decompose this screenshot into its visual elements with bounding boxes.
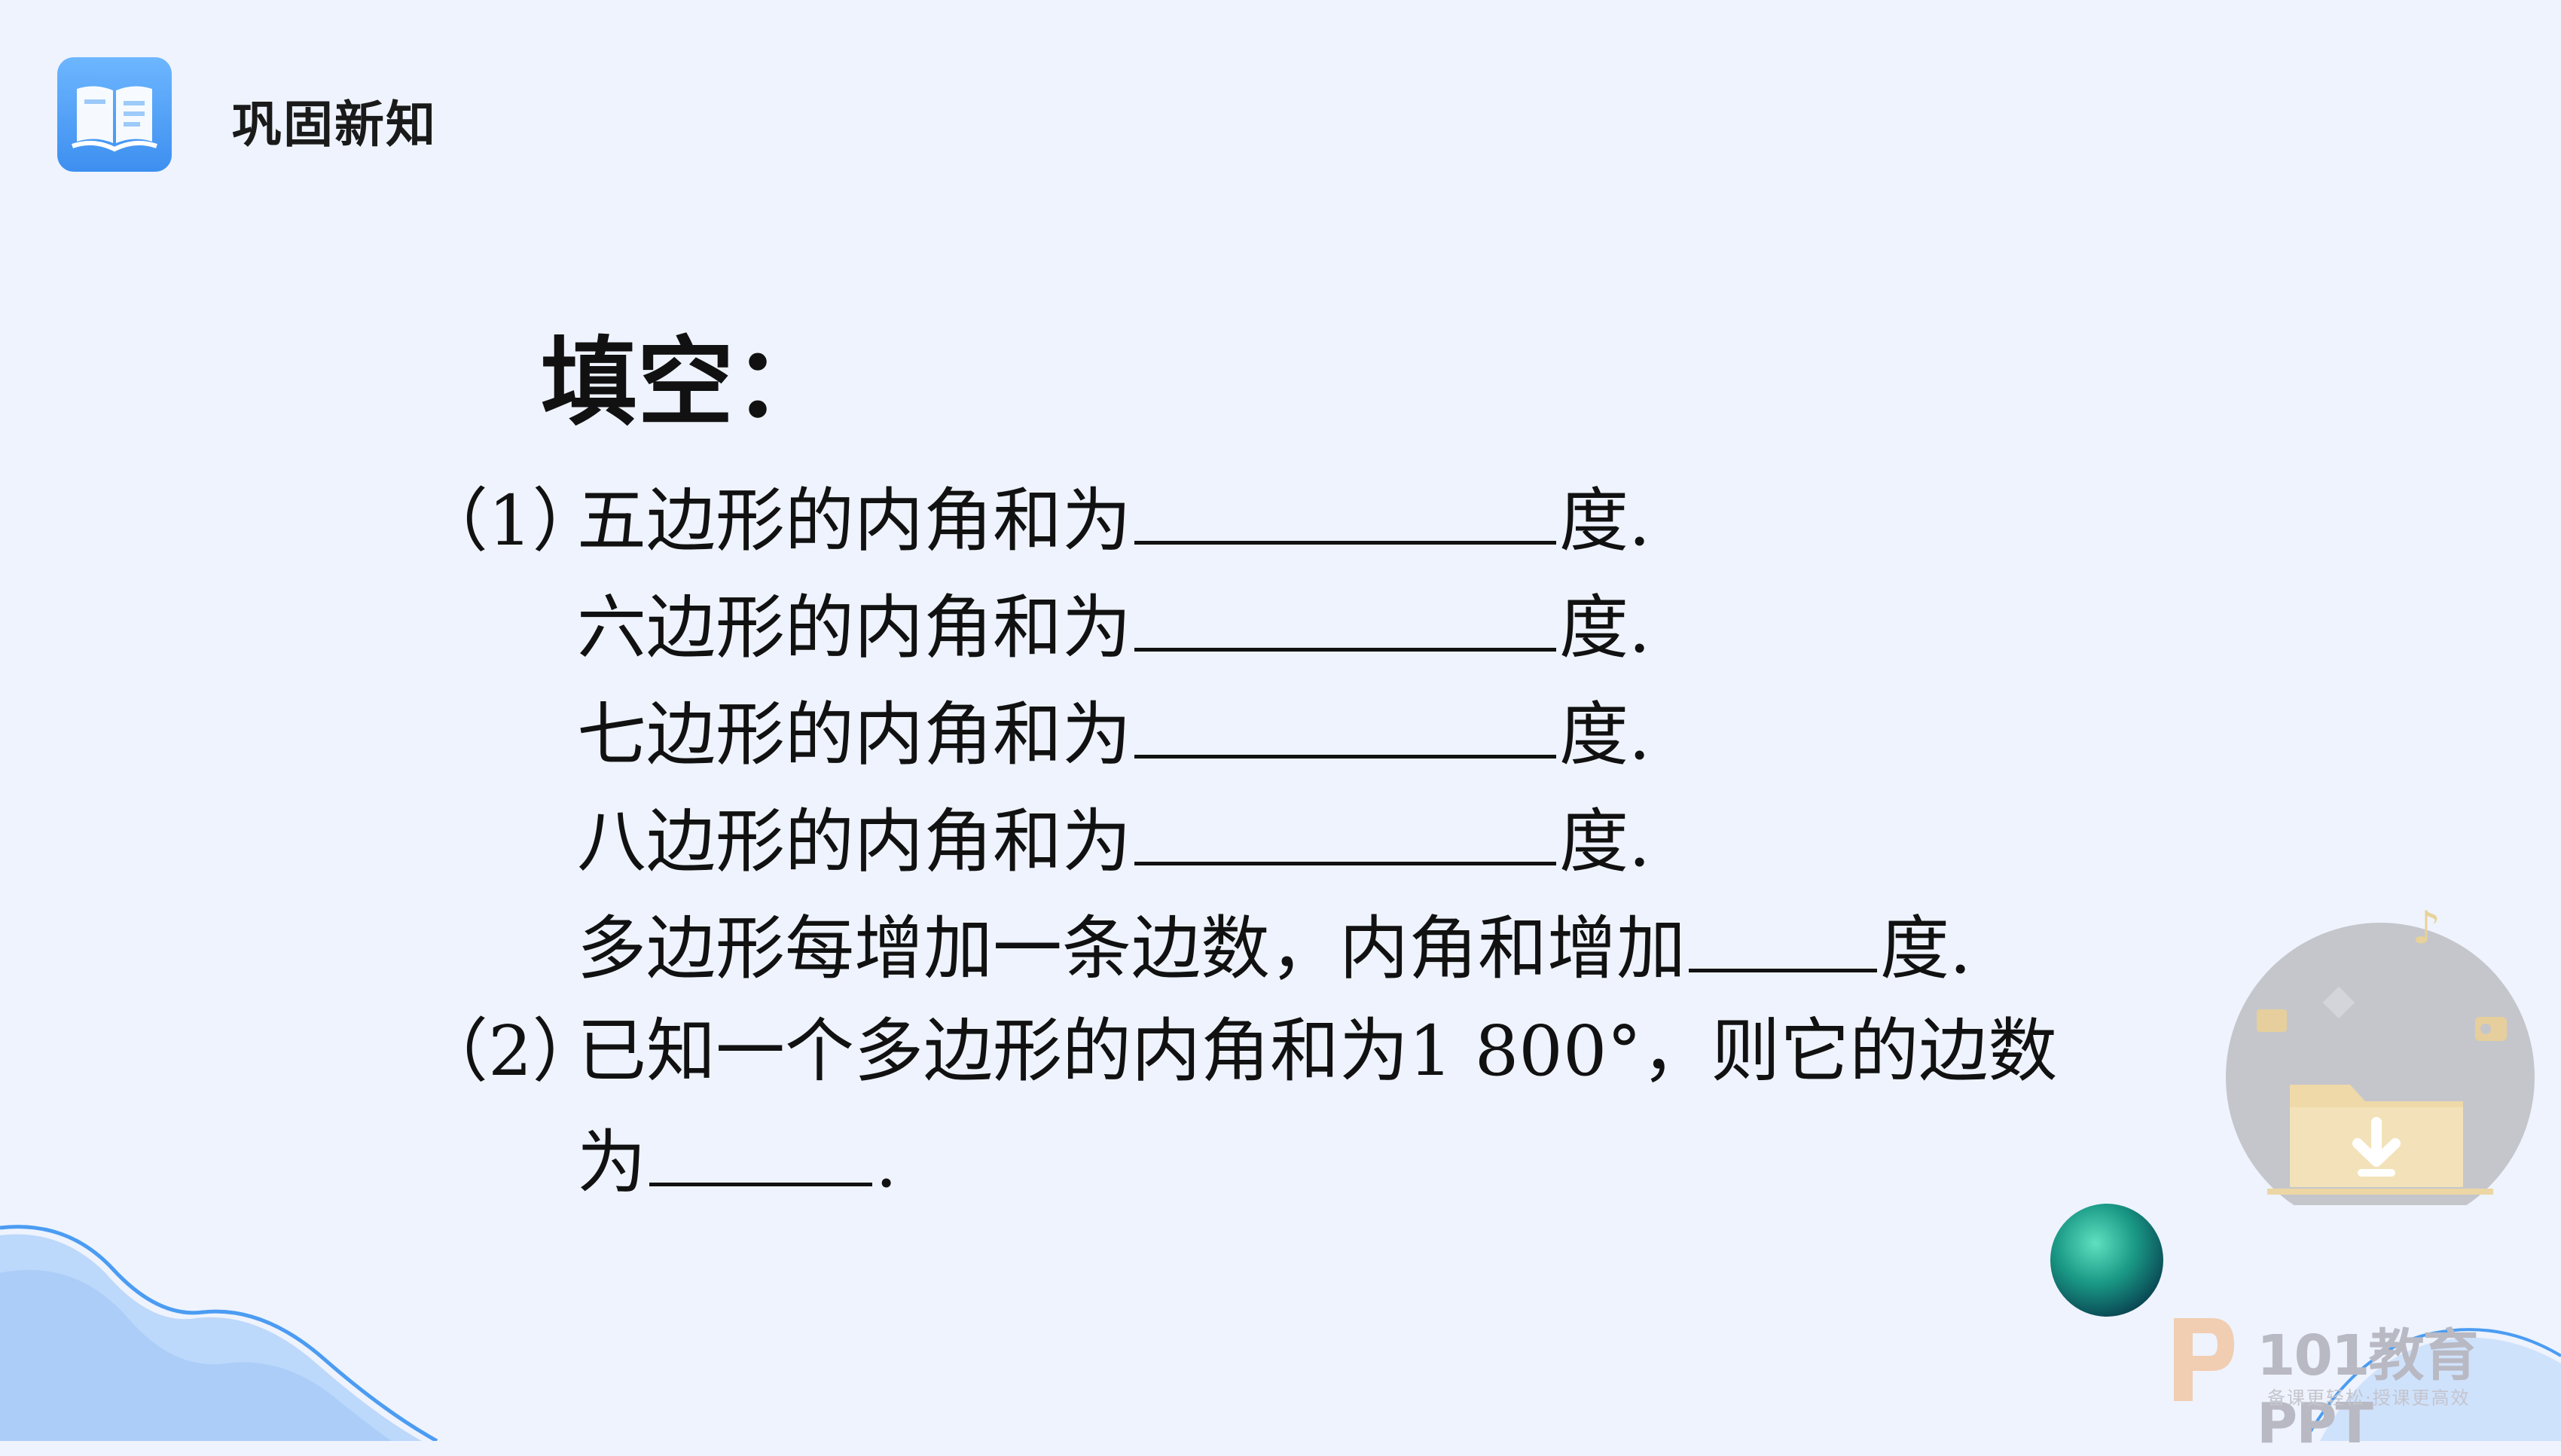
wave-decoration-left: [0, 1225, 438, 1441]
part1-line-5-text: 多边形每增加一条边数，内角和增加: [577, 908, 1686, 989]
part1-line-5: 多边形每增加一条边数，内角和增加度.: [577, 910, 1971, 984]
part2-line-1-text: 已知一个多边形的内角和为1 800°，则它的边数: [577, 1011, 2058, 1091]
answer-blank-5[interactable]: [1689, 910, 1878, 972]
part1-line-3-text: 七边形的内角和为: [577, 694, 1132, 775]
part2-line-2-suffix: .: [875, 1122, 898, 1203]
part1-line-5-unit: 度.: [1880, 908, 1972, 989]
wave-decoration-right: [2303, 1328, 2561, 1441]
answer-blank-3[interactable]: [1134, 696, 1557, 759]
part2-line-2: 为.: [577, 1124, 897, 1198]
part2-line-1: （2）已知一个多边形的内角和为1 800°，则它的边数: [419, 1017, 2057, 1086]
part2-number: （2）: [419, 1011, 602, 1091]
part1-line-1-text: 五边形的内角和为: [577, 481, 1132, 561]
part1-number: （1）: [419, 481, 602, 561]
answer-blank-4[interactable]: [1134, 803, 1557, 865]
part1-line-2-text: 六边形的内角和为: [577, 588, 1132, 668]
open-book-icon: [57, 57, 172, 172]
part1-line-2-unit: 度.: [1559, 588, 1651, 668]
part1-line-1: （1）五边形的内角和为度.: [419, 482, 1650, 556]
part1-line-4-unit: 度.: [1559, 801, 1651, 882]
watermark-slogan: 备课更轻松·授课更高效: [2267, 1387, 2471, 1409]
answer-blank-2[interactable]: [1134, 589, 1557, 652]
answer-blank-1[interactable]: [1134, 482, 1557, 545]
part1-line-3-unit: 度.: [1559, 694, 1651, 775]
part1-line-4: 八边形的内角和为度.: [577, 803, 1650, 877]
part2-line-2-prefix: 为: [577, 1122, 647, 1203]
answer-blank-6[interactable]: [649, 1124, 873, 1186]
part1-line-2: 六边形的内角和为度.: [577, 589, 1650, 663]
brand-logo-icon: [2174, 1318, 2234, 1401]
page-title: 巩固新知: [232, 96, 437, 154]
part1-line-4-text: 八边形的内角和为: [577, 801, 1132, 882]
globe-icon: [2050, 1204, 2163, 1317]
part1-line-3: 七边形的内角和为度.: [577, 696, 1650, 770]
svg-text:♪: ♪: [2412, 904, 2440, 954]
part1-line-1-unit: 度.: [1559, 481, 1651, 561]
download-folder-icon: ♪: [2226, 904, 2535, 1205]
exercise-heading: 填空：: [541, 326, 831, 439]
